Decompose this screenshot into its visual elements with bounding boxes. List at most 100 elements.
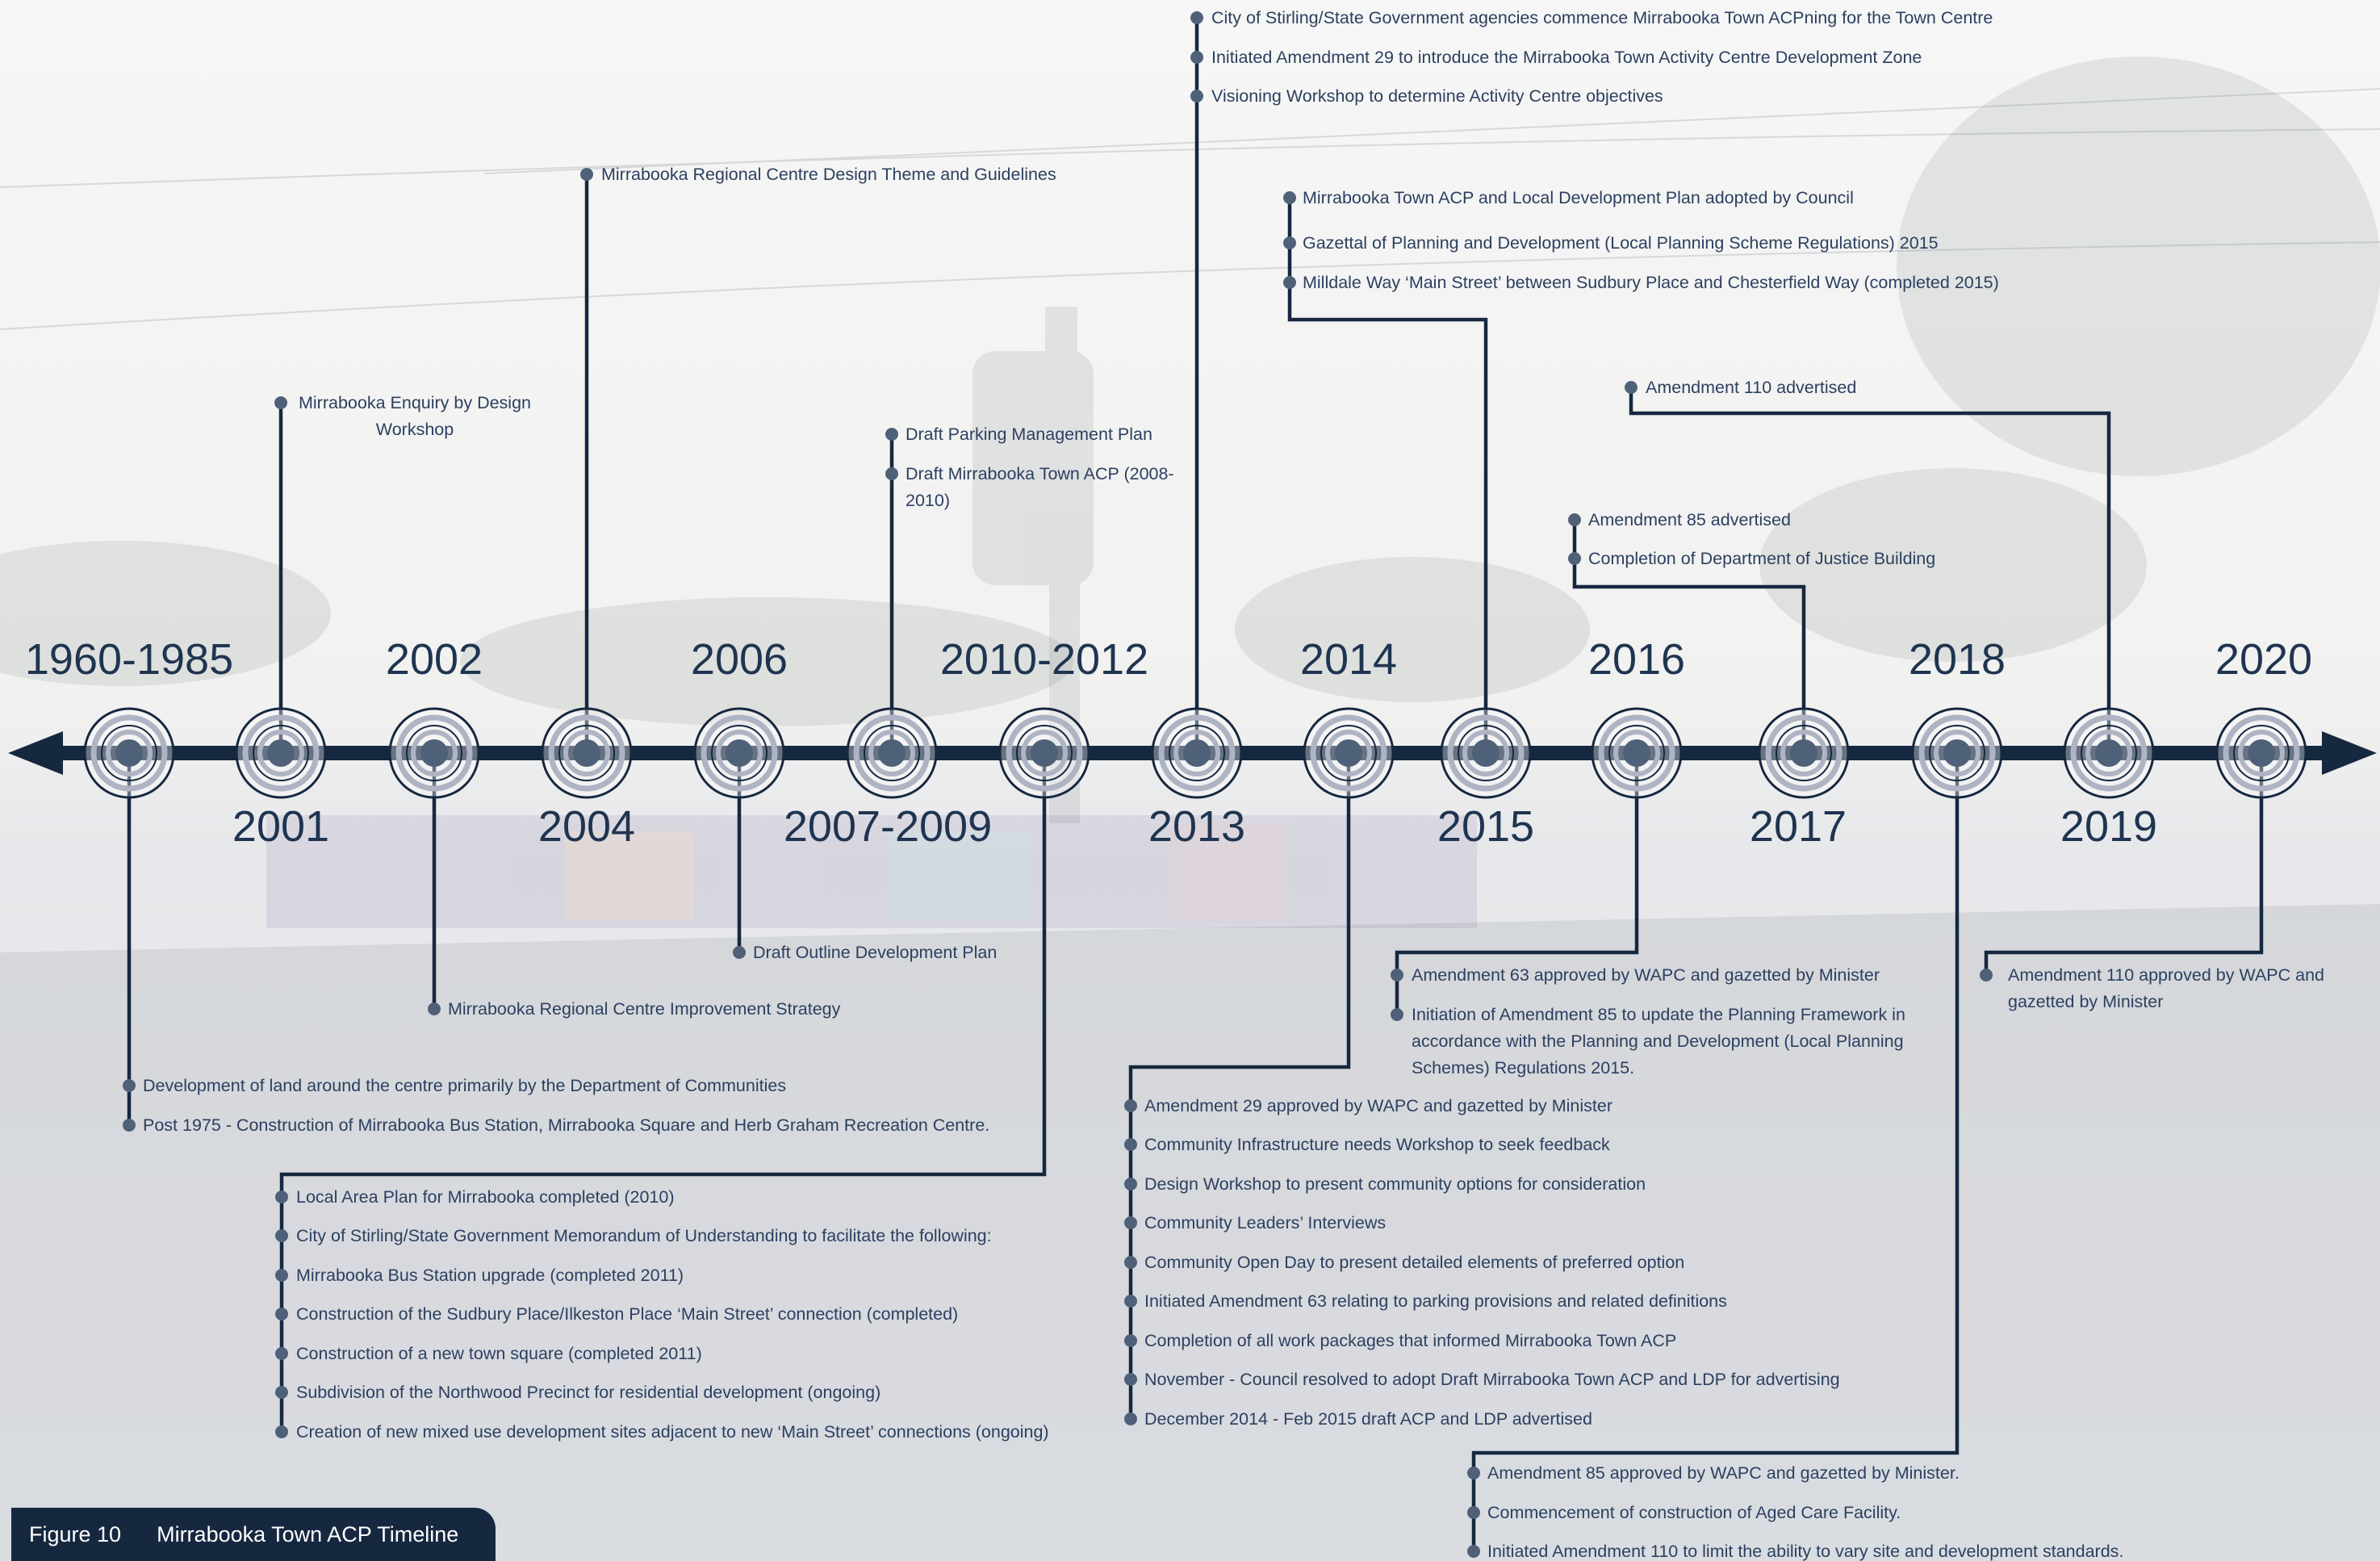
- year-label-2015: 2015: [1437, 802, 1534, 851]
- event-text: Commencement of construction of Aged Car…: [1487, 1503, 1901, 1522]
- event-bullet: [1467, 1545, 1480, 1558]
- event-bullet: [1391, 969, 1403, 981]
- year-label-2004: 2004: [538, 802, 635, 851]
- event-text: Mirrabooka Enquiry by Design: [299, 393, 531, 412]
- event-text: Gazettal of Planning and Development (Lo…: [1303, 233, 1939, 253]
- event-text: Design Workshop to present community opt…: [1144, 1174, 1646, 1194]
- event-text: Workshop: [376, 420, 454, 439]
- event-bullet: [1124, 1216, 1137, 1229]
- event-text: Creation of new mixed use development si…: [296, 1422, 1049, 1442]
- year-node-2014: [1303, 707, 1395, 799]
- figure-caption: Figure 10 Mirrabooka Town ACP Timeline: [11, 1508, 496, 1561]
- year-label-2020: 2020: [2215, 635, 2312, 684]
- event-bullet: [1980, 969, 1993, 981]
- year-node-2019: [2063, 707, 2155, 799]
- event-text: City of Stirling/State Government Memora…: [296, 1226, 992, 1245]
- event-bullet: [1467, 1506, 1480, 1519]
- year-label-2014: 2014: [1300, 635, 1397, 684]
- year-node-2013: [1151, 707, 1243, 799]
- year-node-2018: [1911, 707, 2003, 799]
- year-label-2010-2012: 2010-2012: [940, 635, 1148, 684]
- event-bullet: [275, 1229, 288, 1242]
- year-node-2016: [1591, 707, 1683, 799]
- event-bullet: [1124, 1178, 1137, 1191]
- event-bullet: [1124, 1412, 1137, 1425]
- event-text: Community Infrastructure needs Workshop …: [1144, 1135, 1610, 1154]
- event-text: Amendment 85 advertised: [1588, 510, 1791, 529]
- year-node-1960-1985: [83, 707, 175, 799]
- event-bullet: [275, 1308, 288, 1320]
- year-label-2019: 2019: [2060, 802, 2157, 851]
- event-text: Draft Mirrabooka Town ACP (2008-: [906, 464, 1174, 483]
- event-text: Development of land around the centre pr…: [143, 1076, 786, 1095]
- event-text: Completion of Department of Justice Buil…: [1588, 549, 1935, 568]
- event-text: gazetted by Minister: [2008, 992, 2163, 1011]
- year-node-2015: [1440, 707, 1532, 799]
- event-bullet: [1391, 1008, 1403, 1021]
- year-node-2010-2012: [998, 707, 1090, 799]
- event-text: City of Stirling/State Government agenci…: [1211, 8, 1993, 27]
- event-text: Visioning Workshop to determine Activity…: [1211, 86, 1663, 106]
- event-text: November - Council resolved to adopt Dra…: [1144, 1370, 1840, 1389]
- year-node-2002: [388, 707, 480, 799]
- event-text: Draft Parking Management Plan: [906, 425, 1152, 444]
- event-bullet: [1283, 191, 1296, 204]
- event-bullet: [1124, 1099, 1137, 1112]
- event-bullet: [1568, 513, 1581, 526]
- event-bullet: [275, 1191, 288, 1203]
- year-label-2018: 2018: [1909, 635, 2006, 684]
- event-bullet: [275, 1425, 288, 1438]
- event-bullet: [275, 1269, 288, 1282]
- event-text: Completion of all work packages that inf…: [1144, 1331, 1676, 1350]
- event-bullet: [1190, 11, 1203, 24]
- axis-arrow-left-icon: [8, 731, 63, 775]
- event-text: Community Open Day to present detailed e…: [1144, 1253, 1684, 1272]
- year-label-2017: 2017: [1750, 802, 1847, 851]
- axis-arrow-right-icon: [2322, 731, 2377, 775]
- event-text: Post 1975 - Construction of Mirrabooka B…: [143, 1115, 989, 1135]
- event-bullet: [1124, 1256, 1137, 1269]
- event-text: Local Area Plan for Mirrabooka completed…: [296, 1187, 674, 1207]
- event-bullet: [1625, 381, 1638, 394]
- event-text: Amendment 110 approved by WAPC and: [2008, 965, 2324, 985]
- year-label-2002: 2002: [386, 635, 483, 684]
- event-text: December 2014 - Feb 2015 draft ACP and L…: [1144, 1409, 1592, 1429]
- year-node-2004: [541, 707, 633, 799]
- figure-number: Figure 10: [29, 1521, 122, 1546]
- event-text: Initiated Amendment 110 to limit the abi…: [1487, 1542, 2123, 1561]
- year-node-2001: [235, 707, 327, 799]
- event-bullet: [428, 1002, 441, 1015]
- event-bullet: [275, 1386, 288, 1399]
- year-label-1960-1985: 1960-1985: [25, 635, 233, 684]
- figure-title: Mirrabooka Town ACP Timeline: [157, 1521, 459, 1546]
- event-bullet: [1124, 1373, 1137, 1386]
- event-text: Amendment 110 advertised: [1646, 378, 1856, 397]
- event-bullet: [885, 467, 898, 480]
- event-text: Draft Outline Development Plan: [753, 943, 997, 962]
- event-text: Schemes) Regulations 2015.: [1412, 1058, 1634, 1078]
- year-label-2013: 2013: [1148, 802, 1245, 851]
- year-node-2020: [2215, 707, 2307, 799]
- event-bullet: [275, 1347, 288, 1360]
- event-bullet: [1467, 1467, 1480, 1479]
- event-bullet: [123, 1119, 136, 1132]
- event-text: Construction of a new town square (compl…: [296, 1344, 702, 1363]
- year-label-2001: 2001: [232, 802, 329, 851]
- event-text: Mirrabooka Regional Centre Design Theme …: [601, 165, 1056, 184]
- event-text: Amendment 29 approved by WAPC and gazett…: [1144, 1096, 1612, 1115]
- year-node-2007-2009: [846, 707, 938, 799]
- event-text: Initiation of Amendment 85 to update the…: [1412, 1005, 1905, 1024]
- event-bullet: [1124, 1138, 1137, 1151]
- event-bullet: [733, 946, 746, 959]
- connector-2019: [1629, 387, 2111, 753]
- event-text: Mirrabooka Regional Centre Improvement S…: [448, 999, 841, 1019]
- event-text: Mirrabooka Town ACP and Local Developmen…: [1303, 188, 1854, 207]
- event-text: Subdivision of the Northwood Precinct fo…: [296, 1383, 880, 1402]
- year-node-2006: [693, 707, 785, 799]
- event-bullet: [1283, 276, 1296, 289]
- event-text: Amendment 63 approved by WAPC and gazett…: [1412, 965, 1880, 985]
- event-text: Community Leaders’ Interviews: [1144, 1213, 1386, 1232]
- event-text: 2010): [906, 491, 950, 510]
- event-bullet: [1283, 236, 1296, 249]
- event-text: Amendment 85 approved by WAPC and gazett…: [1487, 1463, 1960, 1483]
